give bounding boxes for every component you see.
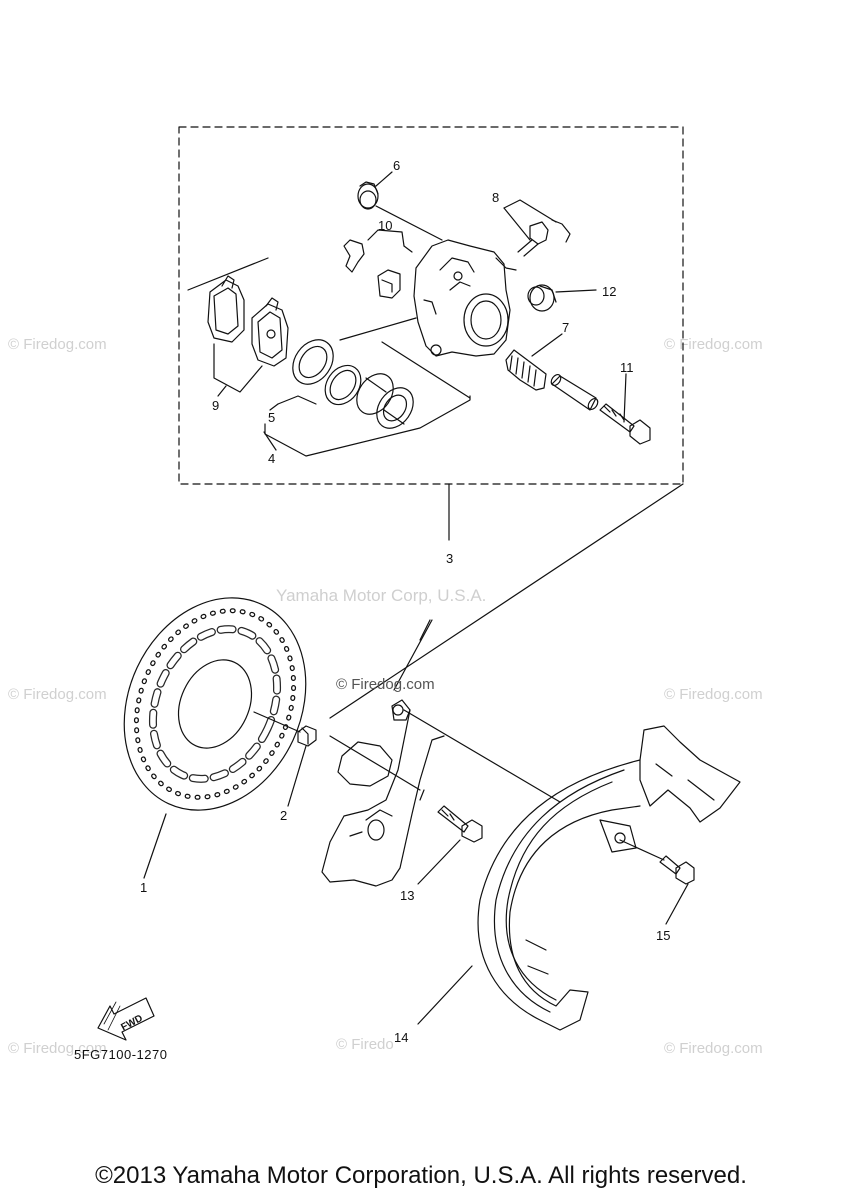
leader-line [403,245,413,253]
guard-bolt-icon [437,805,483,843]
copyright-footer: ©2013 Yamaha Motor Corporation, U.S.A. A… [95,1162,747,1189]
leader-line [213,343,263,393]
leader-line [503,199,557,223]
watermark-text: © Firedog.com [664,686,763,703]
callout-12: 12 [602,284,616,299]
diagram-part-code: 5FG7100-1270 [74,1047,168,1062]
fork-leg-icon [321,699,445,887]
callout-14: 14 [394,1030,408,1045]
leader-line [187,257,269,291]
watermark-text: © Firedog.com [8,336,107,353]
caliper-bolt-icon [599,403,651,445]
callout-15: 15 [656,928,670,943]
callout-6: 6 [393,158,400,173]
leader-line [287,745,307,807]
pad-clip-icon [343,239,401,299]
callout-8: 8 [492,190,499,205]
watermark-text: © Firedog.com [664,1040,763,1057]
leader-line [217,385,227,397]
brake-pad-icon [207,275,245,343]
leader-line [367,229,405,247]
leader-line [375,205,443,241]
caliper-assembly-box [178,126,684,485]
leader-line [143,813,167,879]
bleed-cap-icon [357,181,379,210]
leader-line [419,619,431,641]
leader-line [277,395,317,405]
disc-guard-icon [477,725,741,1031]
leader-line [269,403,279,411]
pin-boot-icon [505,349,547,391]
callout-5: 5 [268,410,275,425]
leader-line [619,839,665,861]
leader-line [417,839,461,885]
leader-line [417,965,473,1025]
callout-9: 9 [212,398,219,413]
firedog-watermark-center: © Firedog.com [336,676,435,693]
leader-line [339,317,417,341]
leader-line [623,373,627,423]
forward-arrow-icon [97,997,155,1041]
leader-line [393,619,433,691]
callout-10: 10 [378,218,392,233]
disc-bolt-icon [297,725,317,747]
leader-line [329,735,421,791]
leader-line [264,395,471,457]
brake-disc-icon [123,597,307,811]
callout-4: 4 [268,451,275,466]
watermark-text: © Firedog.com [8,1040,107,1057]
leader-line [253,711,301,733]
callout-11: 11 [620,360,634,375]
leader-line [263,431,277,451]
callout-13: 13 [400,888,414,903]
bleed-screw-icon [517,219,571,257]
leader-line [381,341,471,399]
watermark-text: © Firedog.com [8,686,107,703]
leader-line [555,289,597,293]
leader-line [375,171,393,187]
callout-1: 1 [140,880,147,895]
leader-line [531,333,563,357]
leader-line [665,883,689,925]
brake-pad-icon [251,297,289,367]
watermark-text: © Firedog.com [664,336,763,353]
leader-line [329,483,684,719]
caliper-body-icon [413,239,517,357]
slide-pin-icon [550,373,599,411]
watermark-text: © Firedo [336,1036,394,1053]
dust-boot-icon [527,284,557,312]
piston-seal-icon [292,339,362,406]
callout-7: 7 [562,320,569,335]
yamaha-watermark: Yamaha Motor Corp, U.S.A. [276,586,487,605]
leader-line [403,709,561,803]
piston-icon [356,373,414,429]
leader-line [503,207,531,241]
callout-3: 3 [446,551,453,566]
callout-2: 2 [280,808,287,823]
guard-screw-icon [659,855,695,885]
